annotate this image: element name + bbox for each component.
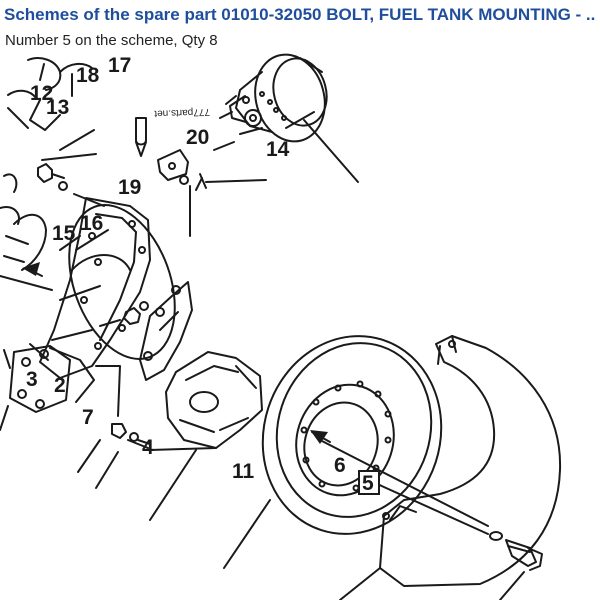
bolt-washer-7-4 (77, 365, 151, 489)
arrow-left-indicator (22, 262, 40, 276)
callout-7[interactable]: 7 (82, 406, 94, 429)
callout-5[interactable]: 5 (362, 472, 374, 495)
callout-4[interactable]: 4 (142, 436, 154, 459)
bolt-washer-19 (37, 129, 105, 207)
bracket-clip-12-13 (7, 57, 93, 131)
hub-assembly-14 (219, 53, 359, 183)
callout-16[interactable]: 16 (80, 212, 103, 235)
dust-shield (339, 335, 562, 600)
callout-14[interactable]: 14 (266, 138, 290, 161)
callout-13[interactable]: 13 (46, 96, 69, 119)
fuel-tank-mounting-bolt-5 (489, 531, 543, 600)
small-nut-bracket (99, 301, 149, 327)
watermark-text: 777parts.net (154, 106, 210, 119)
callout-18[interactable]: 18 (76, 64, 100, 87)
callout-3[interactable]: 3 (26, 368, 38, 391)
callout-20[interactable]: 20 (186, 126, 209, 149)
callout-17[interactable]: 17 (108, 54, 131, 77)
callout-12[interactable]: 12 (30, 82, 53, 105)
callout-15[interactable]: 15 (52, 222, 76, 245)
arrow-disc-indicator (310, 430, 328, 444)
highlight-box-5 (358, 470, 380, 495)
part-position-subtitle: Number 5 on the scheme, Qty 8 (5, 32, 218, 49)
brake-disc-6 (223, 335, 443, 569)
brake-caliper-11 (139, 281, 263, 521)
callout-19[interactable]: 19 (118, 176, 141, 199)
callout-2[interactable]: 2 (54, 374, 66, 397)
mounting-block-3 (0, 343, 95, 431)
backing-plate-bracket (0, 173, 176, 379)
callout-11[interactable]: 11 (232, 460, 255, 483)
page-title: Schemes of the spare part 01010-32050 BO… (4, 5, 596, 24)
callout-6[interactable]: 6 (334, 454, 346, 477)
pin-and-bracket-20 (135, 117, 267, 237)
